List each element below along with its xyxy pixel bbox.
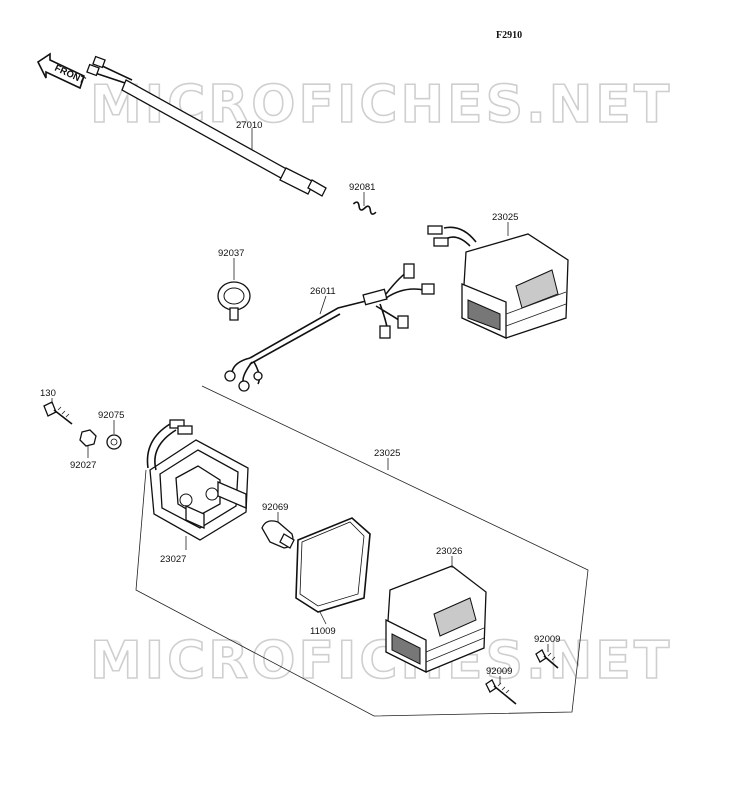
- label-23025-group: 23025: [374, 448, 400, 459]
- label-92075: 92075: [98, 410, 124, 421]
- screw-92009-lower: [485, 679, 517, 705]
- sub-harness-26011: [224, 263, 435, 392]
- bulb-92069: [261, 520, 295, 549]
- label-23026: 23026: [436, 546, 462, 557]
- clamp-92037: [217, 281, 251, 321]
- label-92009-lower: 92009: [486, 666, 512, 677]
- label-92069: 92069: [262, 502, 288, 513]
- leader-11009: [319, 611, 327, 625]
- label-26011: 26011: [310, 286, 336, 297]
- label-23025-top: 23025: [492, 212, 518, 223]
- wire-harness-27010: [86, 55, 327, 197]
- label-92009-upper: 92009: [534, 634, 560, 645]
- lamp-assembly-23025-top: [427, 225, 569, 340]
- bushing-92075: [106, 434, 122, 450]
- screw-92009-upper: [535, 649, 559, 669]
- label-23027: 23027: [160, 554, 186, 565]
- label-130: 130: [40, 388, 56, 399]
- label-92081: 92081: [349, 182, 375, 193]
- lens-23026: [385, 565, 487, 674]
- group-outline-23025: [135, 385, 589, 717]
- bolt-130: [43, 401, 73, 425]
- label-27010: 27010: [236, 120, 262, 131]
- nut-92027: [79, 429, 97, 447]
- label-11009: 11009: [310, 626, 336, 637]
- watermark-bottom: MICROFICHES.NET: [90, 631, 672, 691]
- spring-92081: [352, 201, 377, 215]
- label-92037: 92037: [218, 248, 244, 259]
- gasket-11009: [295, 517, 371, 613]
- front-arrow-icon: [36, 52, 85, 90]
- figure-code: F2910: [496, 30, 522, 41]
- socket-23027: [146, 419, 249, 541]
- leader-26011: [319, 295, 327, 315]
- label-92027: 92027: [70, 460, 96, 471]
- watermark-top: MICROFICHES.NET: [90, 75, 672, 135]
